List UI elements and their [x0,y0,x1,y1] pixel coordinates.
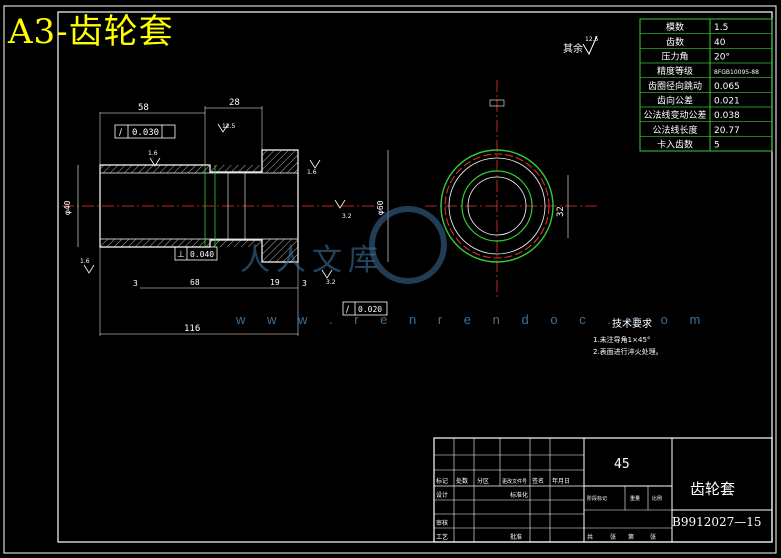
inner-frame [57,11,773,543]
tech-req-1: 1.未注导角1×45° [593,335,650,344]
param-label: 公法线长度 [652,124,697,136]
tb-review: 审核 [436,519,448,527]
rough-3: 3.2 [326,279,336,286]
param-label: 精度等级 [657,65,693,77]
dim-19: 19 [270,278,280,287]
tb-sheet: 第 [628,533,634,541]
dim-phi60: φ60 [376,200,385,215]
part-name: 齿轮套 [690,480,735,498]
tb-count: 处数 [456,477,468,485]
tb-craft: 工艺 [436,533,448,541]
tb-doc: 更改文件号 [502,478,527,485]
tb-stage: 阶段标记 [587,495,607,502]
tol-frame-a: 0.030 [132,128,159,138]
tb-zone: 分区 [477,477,489,485]
watermark-url: w w w . r e n r e n d o c . c o m [236,312,710,327]
drawing-number: B9912027—15 [672,515,762,529]
dim-68: 68 [190,278,200,287]
svg-text:/: / [119,128,123,138]
rough-4: 1.6 [148,150,158,157]
param-label: 齿向公差 [657,95,693,107]
param-value: 20.77 [714,126,740,136]
param-value: 20° [714,53,730,63]
param-label: 齿数 [666,36,684,48]
tech-req-heading: 技术要求 [612,317,652,330]
tb-weight: 重量 [630,495,640,502]
tech-req-2: 2.表面进行淬火处理。 [593,347,663,356]
dim-58: 58 [138,103,149,113]
param-value: 40 [714,38,726,48]
tb-sign: 签名 [532,477,544,485]
gear-view: 32 [425,80,600,300]
tb-approve: 批准 [510,533,522,541]
dim-116: 116 [184,324,200,334]
tb-zhang2: 张 [650,533,656,541]
rough-1: 1.6 [307,169,317,176]
svg-text:/: / [346,305,350,315]
rough-2: 1.6 [80,258,90,265]
section-view: 58 28 / 0.030 116 68 19 3 3 ⊥ 0. [62,98,389,336]
parameter-table: 模数 1.5 齿数 40 压力角 20° 精度等级 8FGB10095-88 齿圈径向跳动 0.0… [639,18,773,152]
dim-3a: 3 [133,279,138,288]
param-value: 8FGB10095-88 [714,69,759,76]
rough-5: 3.2 [342,213,352,220]
dim-3b: 3 [302,279,307,288]
outer-frame [3,5,777,554]
tb-design: 设计 [436,491,448,499]
param-label: 模数 [666,21,684,33]
rough-6: 12.5 [222,123,236,130]
dim-dia-left: φ40 [63,200,72,215]
watermark-brand: 人人文库 [240,243,384,278]
tol-frame-c: 0.020 [358,305,382,314]
tb-sheets: 共 [587,533,593,541]
drawing-title: A3-齿轮套 [8,12,174,52]
tol-frame-b: 0.040 [190,250,214,259]
watermark-logo [369,206,447,284]
param-value: 0.038 [714,111,740,121]
param-label: 卡入齿数 [657,139,693,151]
param-value: 5 [714,141,720,151]
material: 45 [614,457,630,472]
tb-std: 标准化 [510,491,528,499]
param-label: 齿圈径向跳动 [648,80,702,92]
dim-32: 32 [556,206,566,217]
roughness-symbol [582,35,598,56]
dim-28: 28 [229,98,240,108]
title-block: 45 齿轮套 B9912027—15 标记 处数 分区 更改文件号 签名 年月日… [433,437,773,543]
param-value: 0.021 [714,97,740,107]
svg-text:⊥: ⊥ [177,250,185,260]
param-value: 0.065 [714,82,740,92]
tb-mark: 标记 [436,477,448,485]
param-label: 压力角 [661,51,688,63]
param-value: 1.5 [714,23,728,33]
roughness-note-value: 12.5 [585,36,599,43]
roughness-note: 其余 [563,42,583,55]
tb-date: 年月日 [552,477,570,485]
tb-scale: 比例 [652,495,662,502]
param-label: 公法线变动公差 [643,109,706,121]
tb-zhang: 张 [610,533,616,541]
